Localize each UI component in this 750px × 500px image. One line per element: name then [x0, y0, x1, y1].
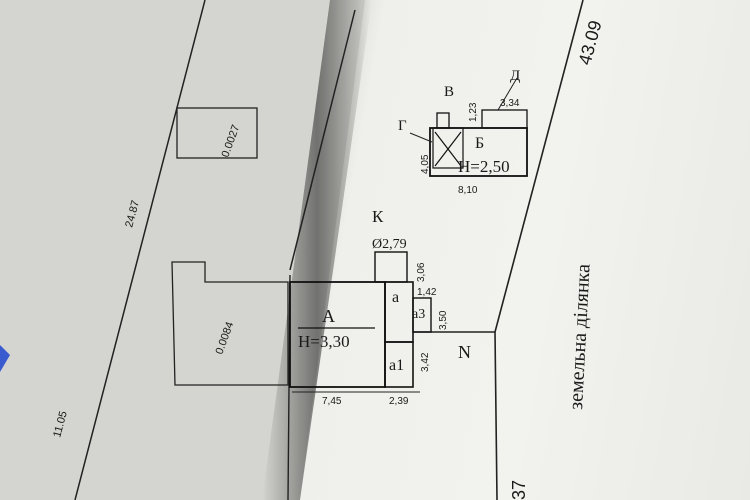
building-a-width: 7,45 — [322, 396, 342, 407]
left-house-outline — [171, 261, 289, 386]
north-label: N — [458, 342, 471, 362]
building-a-height: Н=3,30 — [298, 332, 350, 351]
dim-bottom-right: 37 — [509, 480, 529, 500]
annex-a1-rect — [384, 341, 414, 388]
lower-right-boundary — [494, 331, 498, 500]
dim-1-23: 1,23 — [468, 102, 479, 122]
dim-right-edge: 43.09 — [575, 18, 606, 67]
building-b-rect — [429, 127, 528, 177]
building-a-name: А — [322, 306, 335, 326]
left-boundary-line — [74, 0, 206, 500]
building-b-depth: 4,05 — [420, 154, 431, 174]
label-v: В — [444, 84, 454, 100]
annex-a-name: а — [392, 289, 399, 306]
right-boundary-line — [494, 0, 584, 333]
annex-a1-width: 2,39 — [389, 396, 409, 407]
blue-mark — [0, 345, 10, 372]
dim-3-06: 3,06 — [416, 262, 427, 282]
small-plot-rect — [176, 107, 258, 159]
annex-a1-depth: 3,42 — [420, 352, 431, 372]
building-b-name: Б — [475, 135, 484, 152]
shed-d-rect — [481, 109, 528, 129]
dim-3-34: 3,34 — [500, 98, 520, 109]
annex-a3-side: 1,42 — [417, 287, 437, 298]
annex-a3-depth: 3,50 — [438, 310, 449, 330]
land-parcel-label: земельна ділянка — [565, 263, 595, 410]
label-g: Г — [398, 118, 407, 134]
well-k-diameter: Ø2,79 — [372, 237, 407, 252]
label-d: Д — [510, 68, 520, 84]
annex-a3-name: а3 — [412, 307, 425, 322]
annex-a3-rect — [412, 297, 432, 333]
annex-a1-name: а1 — [389, 357, 404, 374]
left-paper-sheet — [0, 0, 365, 500]
shed-v-rect — [436, 112, 450, 129]
building-b-width: 8,10 — [458, 185, 478, 196]
building-b-height: Н=2,50 — [458, 157, 510, 176]
well-k-name: К — [372, 207, 384, 226]
well-k-rect — [374, 251, 408, 283]
fold-boundary-line — [289, 9, 356, 271]
